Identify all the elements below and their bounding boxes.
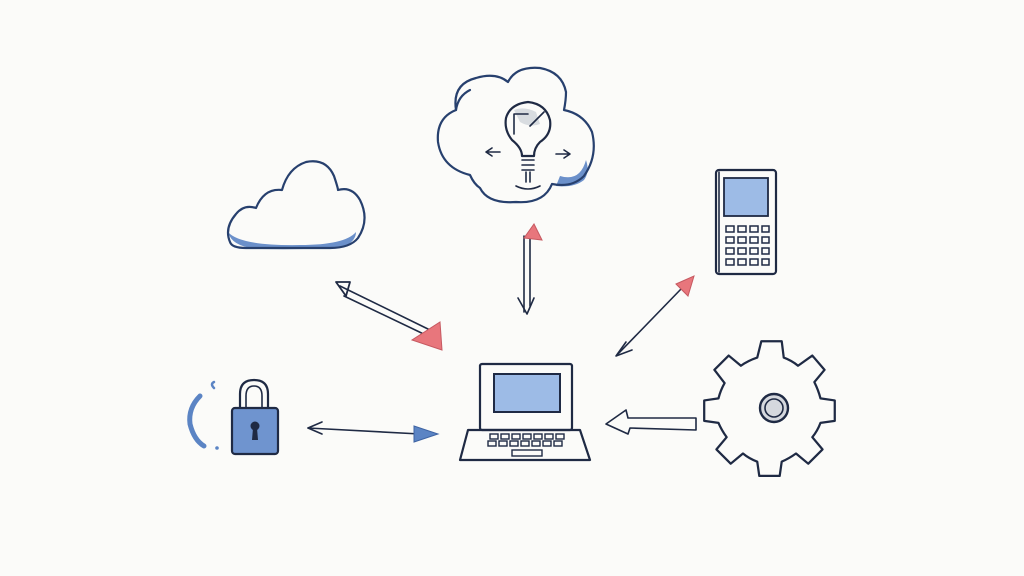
connector-gear-laptop xyxy=(605,409,697,435)
cloud-with-lightbulb-icon xyxy=(436,66,595,204)
padlock-icon xyxy=(187,378,280,456)
lightbulb-icon xyxy=(485,100,571,190)
connector-lock-laptop xyxy=(307,421,440,443)
gear-icon xyxy=(703,340,836,478)
cloud-icon xyxy=(226,160,366,250)
connector-cloud-top-laptop xyxy=(517,223,543,315)
calculator-device-icon xyxy=(714,168,778,276)
laptop-icon xyxy=(458,362,592,462)
connector-cloud-left-laptop xyxy=(335,281,443,351)
connector-device-laptop xyxy=(615,275,695,357)
